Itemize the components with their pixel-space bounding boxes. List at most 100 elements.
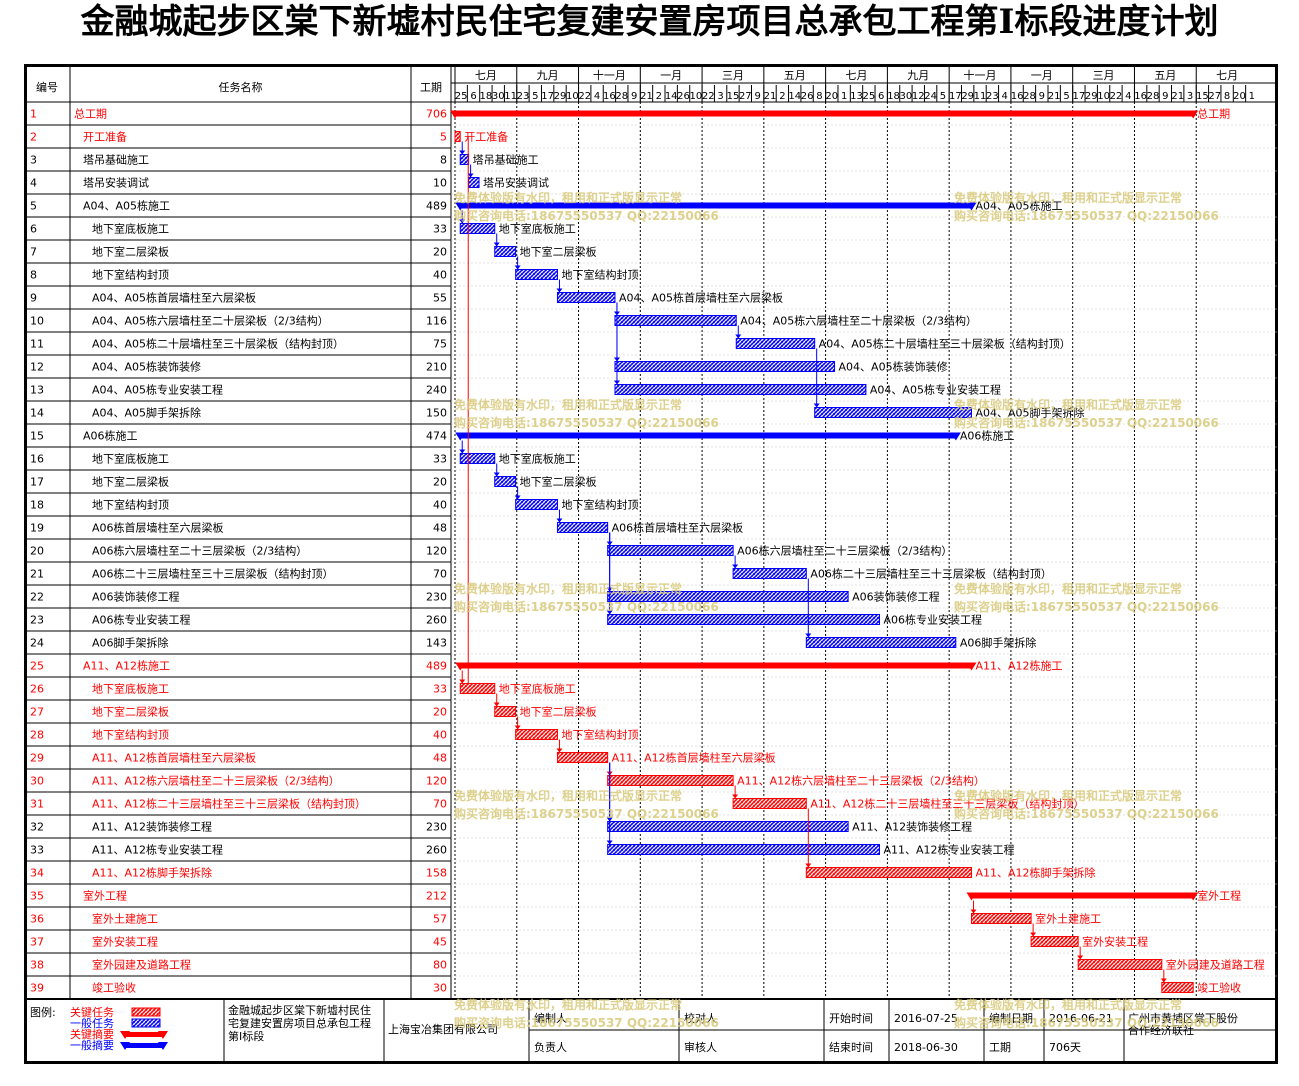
task-name: 室外园建及道路工程 bbox=[92, 958, 191, 972]
watermark-text: 免费体验版有水印，租用和正式版显示正常 bbox=[954, 997, 1182, 1012]
day-tick-label: 4 bbox=[1002, 91, 1008, 102]
task-id: 8 bbox=[30, 269, 37, 282]
footer-manager-label: 负责人 bbox=[534, 1040, 567, 1054]
task-bar-label: 地下室二层梁板 bbox=[520, 475, 597, 489]
task-name: 总工期 bbox=[74, 107, 107, 121]
task-id: 31 bbox=[30, 798, 44, 811]
dependency-arrow bbox=[813, 403, 820, 408]
task-duration: 706 bbox=[426, 108, 447, 121]
day-tick-label: 3 bbox=[1187, 91, 1193, 102]
task-duration: 230 bbox=[426, 591, 447, 604]
dependency-arrow bbox=[1030, 932, 1037, 937]
task-bar-label: A06栋六层墙柱至二十三层梁板（2/3结构） bbox=[737, 544, 952, 558]
task-duration: 116 bbox=[426, 315, 447, 328]
task-bar-label: A11、A12栋专业安装工程 bbox=[884, 843, 1015, 857]
month-label: 九月 bbox=[907, 69, 929, 82]
day-tick-label: 28 bbox=[615, 91, 628, 102]
summary-end-marker bbox=[1188, 110, 1199, 119]
legend-summary-marker bbox=[120, 1031, 130, 1039]
task-duration: 48 bbox=[433, 752, 447, 765]
day-tick-label: 6 bbox=[470, 91, 476, 102]
day-tick-label: 1 bbox=[1249, 91, 1255, 102]
task-bar bbox=[556, 292, 616, 303]
task-id: 22 bbox=[30, 591, 44, 604]
legend-summary-swatch bbox=[124, 1043, 164, 1048]
task-name: 室外安装工程 bbox=[92, 935, 158, 949]
month-label: 三月 bbox=[1093, 69, 1115, 82]
month-label: 七月 bbox=[846, 69, 868, 82]
column-header-duration: 工期 bbox=[420, 81, 442, 94]
task-duration: 70 bbox=[433, 798, 447, 811]
footer-project-name: 金融城起步区棠下新墟村民住 bbox=[228, 1003, 371, 1017]
task-bar-label: A06装饰装修工程 bbox=[852, 590, 940, 604]
summary-bar bbox=[455, 110, 1194, 117]
task-id: 37 bbox=[30, 936, 44, 949]
task-id: 33 bbox=[30, 844, 44, 857]
day-tick-label: 9 bbox=[631, 91, 637, 102]
footer-end-value: 2018-06-30 bbox=[894, 1041, 958, 1054]
legend-summary-marker bbox=[158, 1031, 168, 1039]
task-bar bbox=[1077, 959, 1163, 970]
day-tick-label: 9 bbox=[754, 91, 760, 102]
task-bar bbox=[971, 913, 1032, 924]
day-tick-label: 27 bbox=[739, 91, 752, 102]
task-bar-label: A04、A05栋专业安装工程 bbox=[870, 383, 1001, 397]
dependency-arrow bbox=[732, 564, 739, 569]
task-bar-label: A04、A05栋首层墙柱至六层梁板 bbox=[619, 291, 783, 305]
day-tick-label: 22 bbox=[702, 91, 715, 102]
footer-compiler-label: 编制人 bbox=[534, 1011, 567, 1025]
day-tick-label: 27 bbox=[1208, 91, 1221, 102]
dependency-arrow bbox=[493, 472, 500, 477]
task-bar bbox=[459, 453, 496, 464]
task-bar-label: A04、A05栋装饰装修 bbox=[839, 360, 948, 374]
task-id: 3 bbox=[30, 154, 37, 167]
legend-label: 关键摘要 bbox=[70, 1027, 114, 1041]
watermark-text: 购买咨询电话:18675550537 QQ:22150066 bbox=[454, 1015, 719, 1030]
day-tick-label: 16 bbox=[1011, 91, 1024, 102]
task-bar bbox=[607, 775, 734, 786]
day-tick-label: 28 bbox=[1147, 91, 1160, 102]
task-duration: 20 bbox=[433, 246, 447, 259]
task-bar-label: A06栋施工 bbox=[960, 429, 1015, 443]
task-duration: 20 bbox=[433, 706, 447, 719]
task-duration: 158 bbox=[426, 867, 447, 880]
task-name: A11、A12栋专业安装工程 bbox=[92, 843, 223, 857]
task-duration: 33 bbox=[433, 683, 447, 696]
day-tick-label: 24 bbox=[924, 91, 937, 102]
day-tick-label: 4 bbox=[1125, 91, 1131, 102]
task-duration: 45 bbox=[433, 936, 447, 949]
task-id: 28 bbox=[30, 729, 44, 742]
day-tick-label: 10 bbox=[1097, 91, 1110, 102]
summary-start-marker bbox=[966, 892, 977, 901]
summary-start-marker bbox=[455, 662, 466, 671]
task-bar-label: A06栋首层墙柱至六层梁板 bbox=[612, 521, 744, 535]
task-bar bbox=[515, 269, 558, 280]
task-bar-label: 地下室结构封顶 bbox=[561, 268, 638, 282]
task-duration: 143 bbox=[426, 637, 447, 650]
day-tick-label: 29 bbox=[554, 91, 567, 102]
task-bar-label: A04、A05栋施工 bbox=[976, 199, 1063, 213]
task-id: 10 bbox=[30, 315, 44, 328]
month-label: 三月 bbox=[722, 69, 744, 82]
day-tick-label: 8 bbox=[1224, 91, 1230, 102]
task-duration: 150 bbox=[426, 407, 447, 420]
task-bar-label: A11、A12栋施工 bbox=[976, 659, 1063, 673]
day-tick-label: 5 bbox=[940, 91, 946, 102]
day-tick-label: 10 bbox=[566, 91, 579, 102]
dependency-arrow bbox=[735, 334, 742, 339]
dependency-arrow bbox=[1077, 955, 1084, 960]
task-id: 36 bbox=[30, 913, 44, 926]
summary-end-marker bbox=[966, 202, 977, 211]
task-bar bbox=[805, 867, 973, 878]
task-bar-label: A11、A12栋二十三层墙柱至三十三层梁板（结构封顶） bbox=[810, 797, 1084, 811]
task-id: 12 bbox=[30, 361, 44, 374]
day-tick-label: 26 bbox=[801, 91, 814, 102]
task-duration: 8 bbox=[440, 154, 447, 167]
task-name: 地下室二层梁板 bbox=[92, 475, 169, 489]
task-bar-label: 地下室底板施工 bbox=[499, 222, 576, 236]
task-bar-label: A11、A12栋脚手架拆除 bbox=[976, 866, 1096, 880]
month-label: 七月 bbox=[1216, 69, 1238, 82]
task-name: 地下室结构封顶 bbox=[92, 498, 169, 512]
legend-label: 一般摘要 bbox=[70, 1038, 114, 1052]
task-name: 开工准备 bbox=[83, 130, 127, 144]
